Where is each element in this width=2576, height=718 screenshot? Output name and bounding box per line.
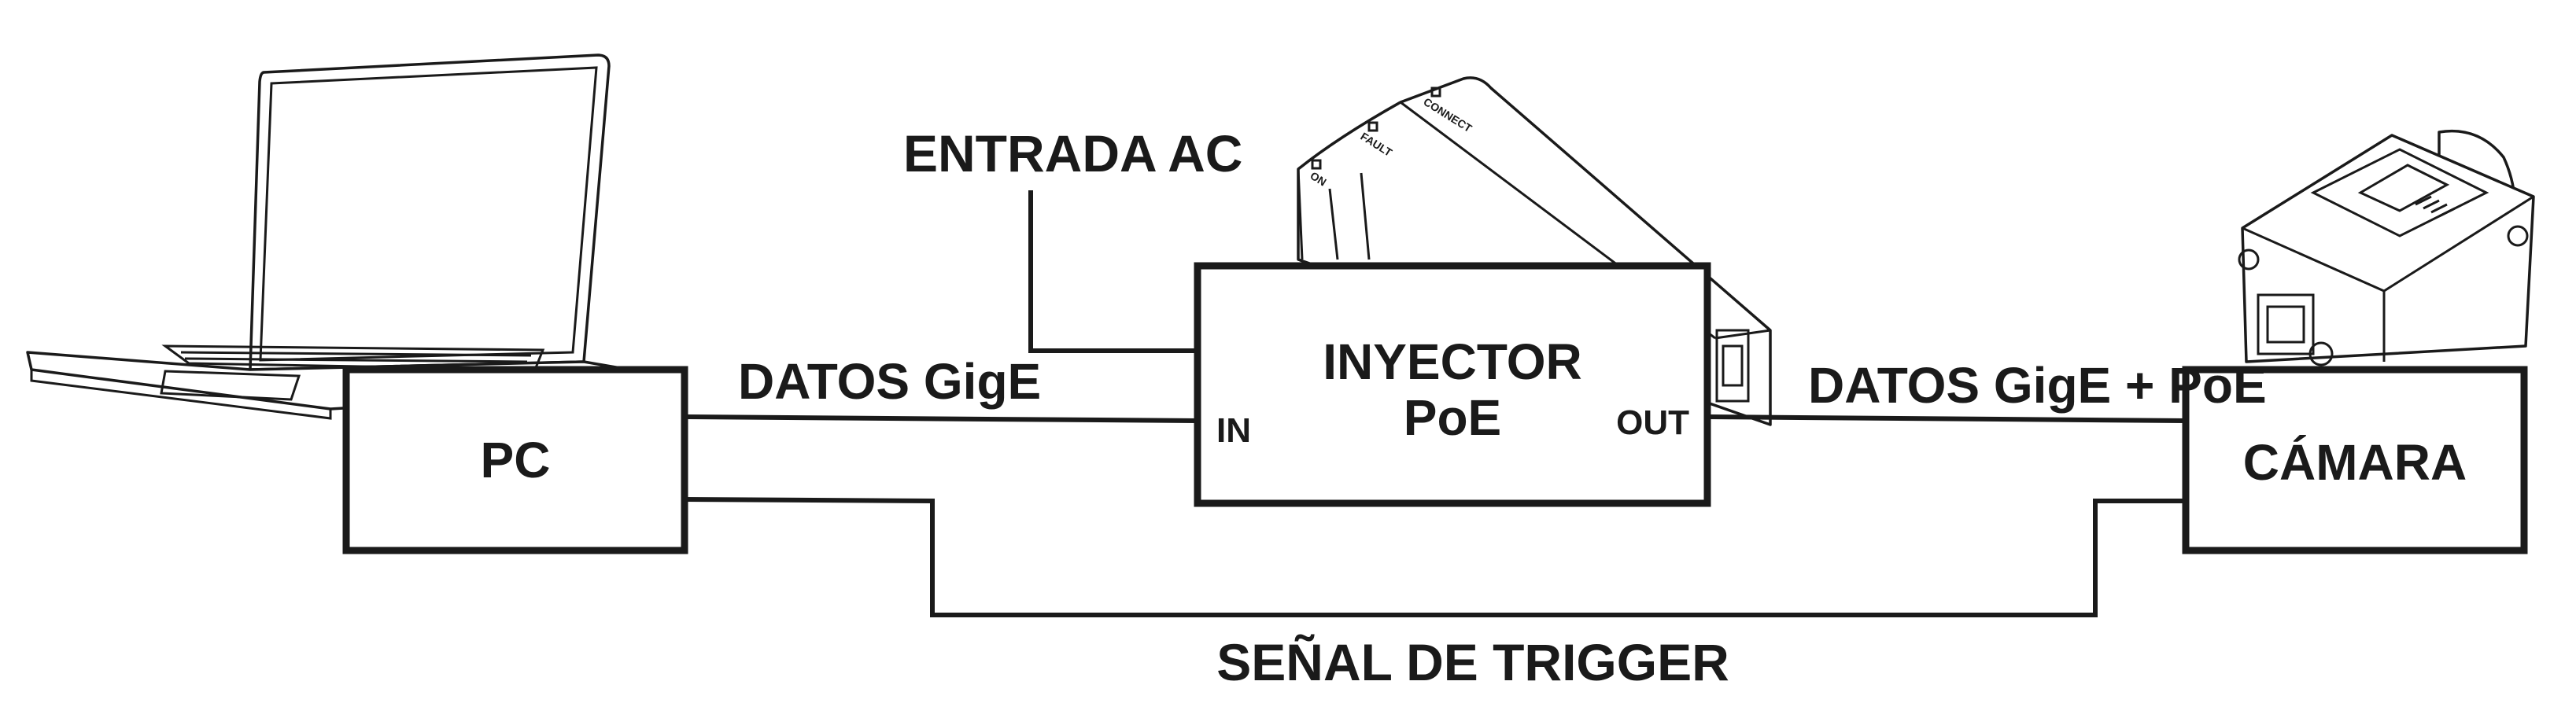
injector-box (1194, 262, 1711, 507)
trigger-signal-wire (684, 497, 2186, 617)
gige-data-label: DATOS GigE (738, 353, 1041, 410)
injector-label-line1: INYECTOR (1323, 333, 1582, 390)
pc-label: PC (481, 432, 551, 488)
injector-label-line2: PoE (1404, 389, 1501, 446)
gige-data-wire (684, 414, 1198, 423)
pc-box (342, 366, 688, 554)
ac-input-label: ENTRADA AC (903, 124, 1242, 182)
trigger-signal-label: SEÑAL DE TRIGGER (1216, 633, 1729, 691)
injector-port-out-label: OUT (1616, 403, 1689, 442)
gige-poe-data-wire (1707, 414, 2187, 423)
gige-poe-data-label: DATOS GigE + PoE (1808, 357, 2267, 414)
camera-label: CÁMARA (2243, 434, 2467, 491)
camera-illustration (2238, 129, 2535, 366)
injector-port-in-label: IN (1216, 411, 1251, 450)
laptop-illustration (26, 53, 631, 420)
ac-input-wire (1028, 190, 1198, 353)
camera-box (2182, 366, 2528, 554)
